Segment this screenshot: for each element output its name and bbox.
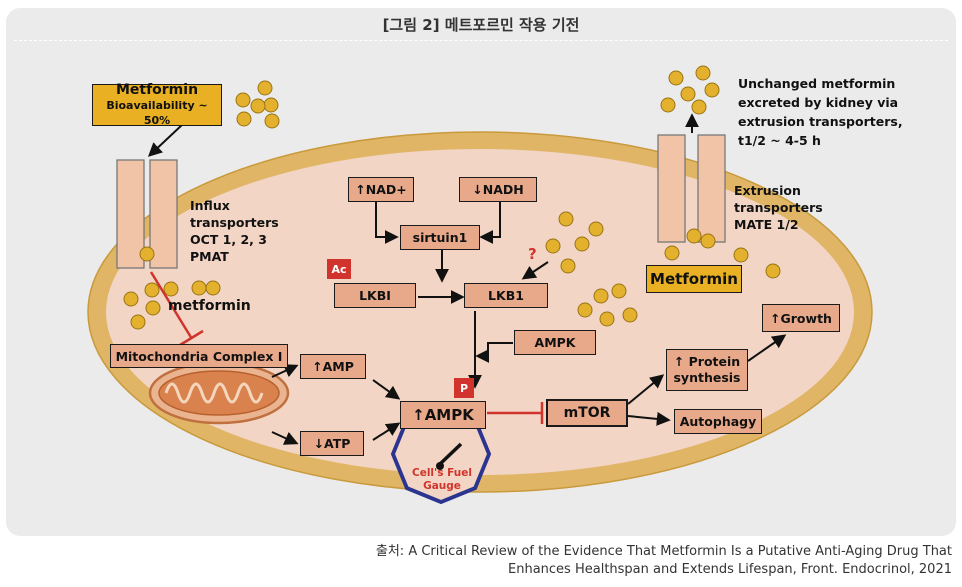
excreted-line2: excreted by kidney via (738, 95, 899, 110)
metformin-dose-box: Metformin Bioavailability ~ 50% (92, 81, 222, 127)
nad-box: ↑NAD+ (348, 177, 414, 202)
arrow-mtor-to-autophagy (627, 411, 671, 426)
mtor-box: mTOR (546, 399, 628, 427)
arrow-pills-to-lkb1 (521, 261, 549, 280)
fuel-gauge-label: Cell's Fuel Gauge (406, 467, 478, 493)
lkb1-box: LKB1 (464, 283, 548, 308)
source-citation: 출처: A Critical Review of the Evidence Th… (376, 543, 952, 579)
arrow-atp-to-ampk (372, 422, 401, 441)
mitochondrion-icon (148, 361, 290, 425)
autophagy-box: Autophagy (674, 409, 762, 434)
protein-line1: ↑ Protein (673, 354, 741, 369)
atp-box: ↓ATP (300, 431, 364, 456)
arrow-protein-to-growth (747, 334, 787, 362)
mitochondria-complex-box: Mitochondria Complex I (110, 344, 288, 368)
arrow-to-amp (271, 364, 299, 378)
sirtuin-box: sirtuin1 (400, 225, 480, 250)
arrow-nad-to-sirtuin (375, 202, 399, 244)
ampk-main-box: ↑AMPK (400, 401, 486, 429)
inhibit-metformin-complex1 (149, 271, 194, 340)
arrow-nadh-to-sirtuin (479, 202, 501, 244)
ampk-small-box: AMPK (514, 330, 596, 355)
excreted-label: Unchanged metformin excreted by kidney v… (738, 74, 903, 150)
extrusion-line2: transporters (734, 200, 823, 215)
arrow-metformin-to-influx (147, 123, 184, 157)
protein-synthesis-box: ↑ Protein synthesis (666, 349, 748, 391)
extrusion-transporters-label: Extrusion transporters MATE 1/2 (734, 182, 823, 233)
extrusion-transporter (657, 134, 726, 243)
inhibit-metformin-complex1-bar (179, 329, 204, 347)
bioavailability-label: Bioavailability ~ 50% (106, 98, 208, 127)
title-divider (14, 40, 948, 41)
metformin-pills (123, 65, 781, 330)
excreted-line1: Unchanged metformin (738, 76, 896, 91)
influx-line2: transporters (190, 215, 279, 230)
fuel-gauge-icon (390, 403, 492, 505)
influx-transporter (116, 159, 178, 269)
influx-line4: PMAT (190, 249, 229, 264)
arrow-ampk-small-to-ampk (475, 342, 513, 363)
metformin-inside-label: metformin (168, 298, 251, 314)
acetyl-tag: Ac (327, 259, 351, 279)
nadh-box: ↓NADH (459, 177, 537, 202)
influx-transporters-label: Influx transporters OCT 1, 2, 3 PMAT (190, 197, 279, 265)
extrusion-line3: MATE 1/2 (734, 217, 799, 232)
question-mark: ? (528, 245, 537, 263)
excreted-line3: extrusion transporters, (738, 114, 903, 129)
source-line2: Enhances Healthspan and Extends Lifespan… (508, 562, 952, 577)
gauge-line1: Cell's Fuel (412, 467, 472, 479)
figure-title: [그림 2] 메트포르민 작용 기전 (382, 16, 580, 34)
arrow-amp-to-ampk (372, 379, 401, 400)
lkbi-box: LKBI (334, 283, 416, 308)
excreted-line4: t1/2 ~ 4-5 h (738, 133, 821, 148)
phospho-tag: P (454, 378, 474, 398)
arrow-mtor-to-protein (627, 374, 665, 405)
influx-line3: OCT 1, 2, 3 (190, 232, 267, 247)
amp-box: ↑AMP (300, 354, 366, 379)
extrusion-line1: Extrusion (734, 183, 801, 198)
metformin-box: Metformin (646, 265, 742, 293)
source-line1: 출처: A Critical Review of the Evidence Th… (375, 544, 952, 559)
influx-line1: Influx (190, 198, 230, 213)
protein-line2: synthesis (673, 370, 741, 385)
metformin-label: Metformin (115, 81, 199, 98)
growth-box: ↑Growth (762, 304, 840, 332)
arrow-to-atp (271, 431, 299, 445)
gauge-line2: Gauge (423, 480, 461, 492)
